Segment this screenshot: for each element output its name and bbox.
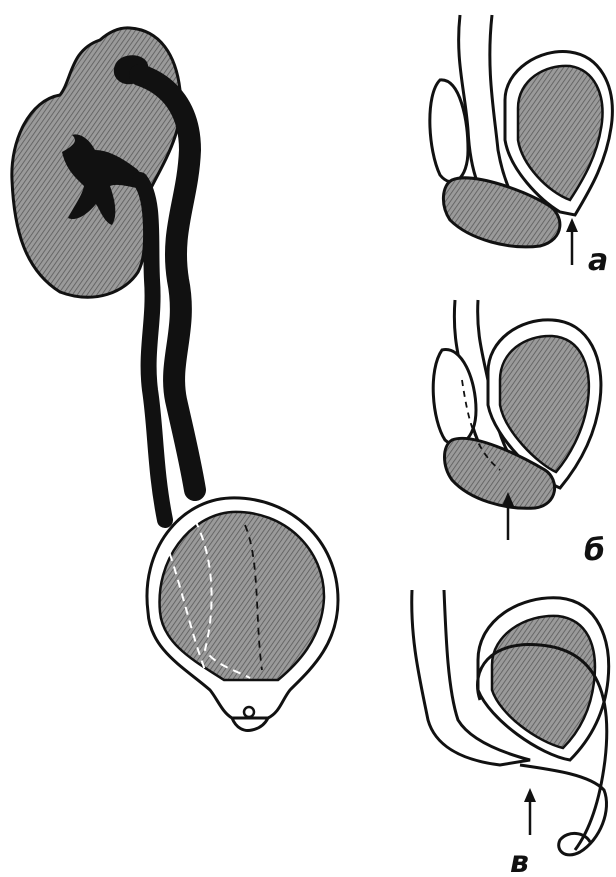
- kidney-ureter-bladder-diagram: [12, 28, 338, 731]
- ureter-left: [140, 180, 165, 520]
- panel-a-label: а: [588, 243, 608, 278]
- panel-b: б: [433, 300, 605, 568]
- bladder-neck: [232, 718, 268, 731]
- panel-a-seminal-vesicle: [430, 80, 468, 182]
- panel-a: а: [430, 15, 613, 278]
- panel-v-label: в: [510, 845, 529, 877]
- panel-a-arrow-head: [566, 218, 578, 232]
- bladder: [147, 498, 338, 731]
- urethral-opening: [244, 707, 254, 717]
- panel-b-label: б: [584, 533, 605, 568]
- panel-v-arrow-head: [524, 788, 536, 802]
- panel-v: в: [412, 590, 609, 877]
- panel-b-seminal-vesicle: [433, 350, 476, 445]
